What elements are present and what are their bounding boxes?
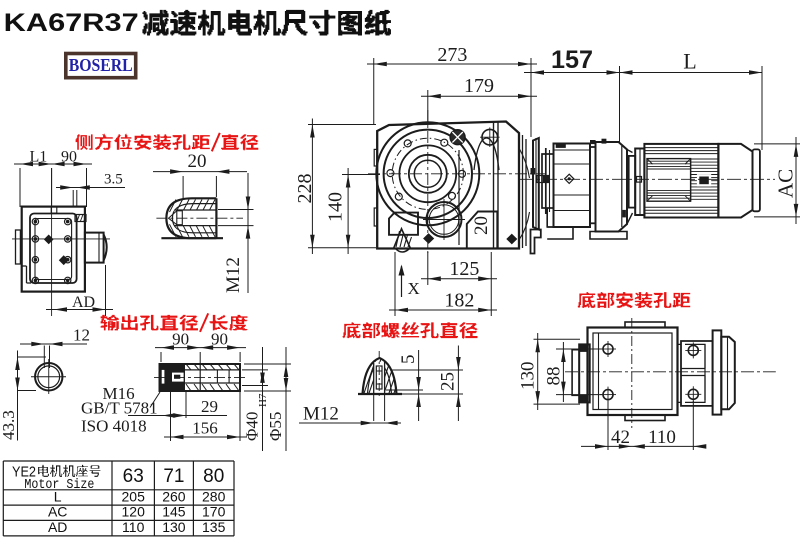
svg-text:71: 71 bbox=[163, 466, 184, 487]
svg-text:228: 228 bbox=[294, 174, 316, 204]
svg-text:AC: AC bbox=[48, 504, 67, 520]
svg-text:M16: M16 bbox=[103, 384, 135, 403]
svg-text:145: 145 bbox=[162, 504, 186, 520]
svg-text:20: 20 bbox=[471, 216, 492, 235]
svg-text:X: X bbox=[408, 279, 420, 298]
svg-text:42: 42 bbox=[611, 427, 630, 448]
svg-text:205: 205 bbox=[122, 488, 146, 504]
svg-text:130: 130 bbox=[162, 519, 186, 535]
svg-text:ISO 4018: ISO 4018 bbox=[81, 417, 147, 436]
svg-text:5: 5 bbox=[398, 355, 419, 365]
svg-text:170: 170 bbox=[202, 504, 226, 520]
svg-text:AC: AC bbox=[774, 169, 798, 198]
svg-text:63: 63 bbox=[123, 466, 144, 487]
svg-text:130: 130 bbox=[518, 362, 539, 391]
svg-text:90: 90 bbox=[61, 149, 77, 166]
svg-text:110: 110 bbox=[648, 427, 676, 448]
svg-text:43.3: 43.3 bbox=[0, 410, 18, 440]
svg-text:AD: AD bbox=[48, 519, 67, 535]
svg-text:88: 88 bbox=[544, 367, 565, 386]
svg-text:29: 29 bbox=[201, 397, 218, 416]
svg-text:273: 273 bbox=[437, 44, 467, 66]
svg-text:179: 179 bbox=[464, 75, 494, 97]
svg-text:Φ40: Φ40 bbox=[243, 412, 262, 441]
svg-text:80: 80 bbox=[203, 466, 224, 487]
svg-text:H7: H7 bbox=[257, 393, 269, 407]
svg-text:3.5: 3.5 bbox=[104, 172, 123, 188]
svg-text:156: 156 bbox=[192, 419, 218, 438]
svg-text:M12: M12 bbox=[303, 404, 339, 425]
svg-text:KA67R37: KA67R37 bbox=[4, 9, 139, 37]
svg-text:182: 182 bbox=[444, 290, 474, 312]
svg-text:260: 260 bbox=[162, 488, 186, 504]
svg-text:M12: M12 bbox=[223, 257, 244, 293]
svg-text:280: 280 bbox=[202, 488, 226, 504]
svg-text:Φ55: Φ55 bbox=[266, 412, 285, 441]
svg-text:L: L bbox=[54, 488, 62, 504]
svg-text:12: 12 bbox=[73, 326, 90, 345]
svg-text:140: 140 bbox=[325, 192, 347, 222]
svg-text:110: 110 bbox=[122, 519, 145, 535]
svg-text:Motor Size: Motor Size bbox=[24, 478, 94, 493]
svg-text:YE2: YE2 bbox=[12, 464, 36, 481]
svg-text:90: 90 bbox=[172, 329, 189, 348]
svg-text:20: 20 bbox=[188, 151, 207, 172]
svg-text:25: 25 bbox=[438, 372, 459, 391]
svg-text:125: 125 bbox=[449, 258, 479, 280]
svg-text:GB/T 5781: GB/T 5781 bbox=[81, 399, 158, 418]
svg-text:L: L bbox=[683, 49, 696, 74]
svg-text:135: 135 bbox=[202, 519, 226, 535]
svg-text:L1: L1 bbox=[30, 149, 48, 166]
svg-text:90: 90 bbox=[211, 329, 228, 348]
svg-text:157: 157 bbox=[551, 46, 593, 74]
svg-text:120: 120 bbox=[122, 504, 146, 520]
svg-text:AD: AD bbox=[72, 294, 95, 311]
svg-text:BOSERL: BOSERL bbox=[69, 55, 133, 75]
